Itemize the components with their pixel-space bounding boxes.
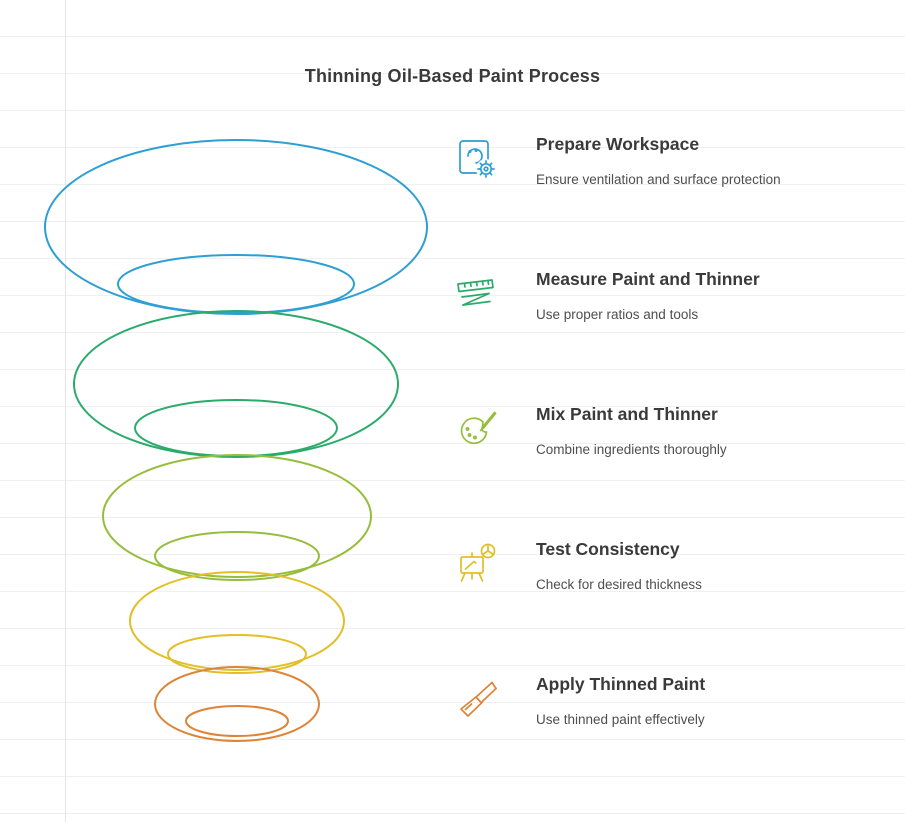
step-title: Mix Paint and Thinner	[536, 404, 718, 424]
step-description: Check for desired thickness	[536, 577, 702, 592]
step-title: Prepare Workspace	[536, 134, 700, 154]
step-description: Combine ingredients thoroughly	[536, 442, 727, 457]
funnel-level-4	[129, 571, 345, 674]
step-title: Test Consistency	[536, 539, 680, 559]
funnel-diagram	[44, 139, 428, 742]
step-measure-paint-and-thinner: Measure Paint and Thinner Use proper rat…	[453, 269, 883, 323]
step-apply-thinned-paint: Apply Thinned Paint Use thinned paint ef…	[453, 674, 883, 728]
step-test-consistency: Test Consistency Check for desired thick…	[453, 539, 883, 593]
easel-test-icon	[453, 541, 499, 587]
funnel-level-1	[44, 139, 428, 315]
funnel-level-2	[73, 310, 399, 458]
step-description: Use proper ratios and tools	[536, 307, 699, 322]
funnel-level-5	[154, 666, 320, 742]
funnel-level-3	[102, 454, 372, 581]
palette-brush-icon	[453, 406, 499, 452]
step-title: Measure Paint and Thinner	[536, 269, 760, 289]
step-prepare-workspace: Prepare Workspace Ensure ventilation and…	[453, 134, 883, 188]
workspace-gear-icon	[453, 136, 499, 182]
measuring-tape-icon	[453, 271, 499, 317]
step-description: Ensure ventilation and surface protectio…	[536, 172, 781, 187]
step-mix-paint-and-thinner: Mix Paint and Thinner Combine ingredient…	[453, 404, 883, 458]
step-description: Use thinned paint effectively	[536, 712, 705, 727]
page-title: Thinning Oil-Based Paint Process	[304, 66, 601, 86]
step-title: Apply Thinned Paint	[536, 674, 706, 694]
paintbrush-icon	[453, 676, 499, 722]
margin-ruled-line	[65, 0, 66, 822]
